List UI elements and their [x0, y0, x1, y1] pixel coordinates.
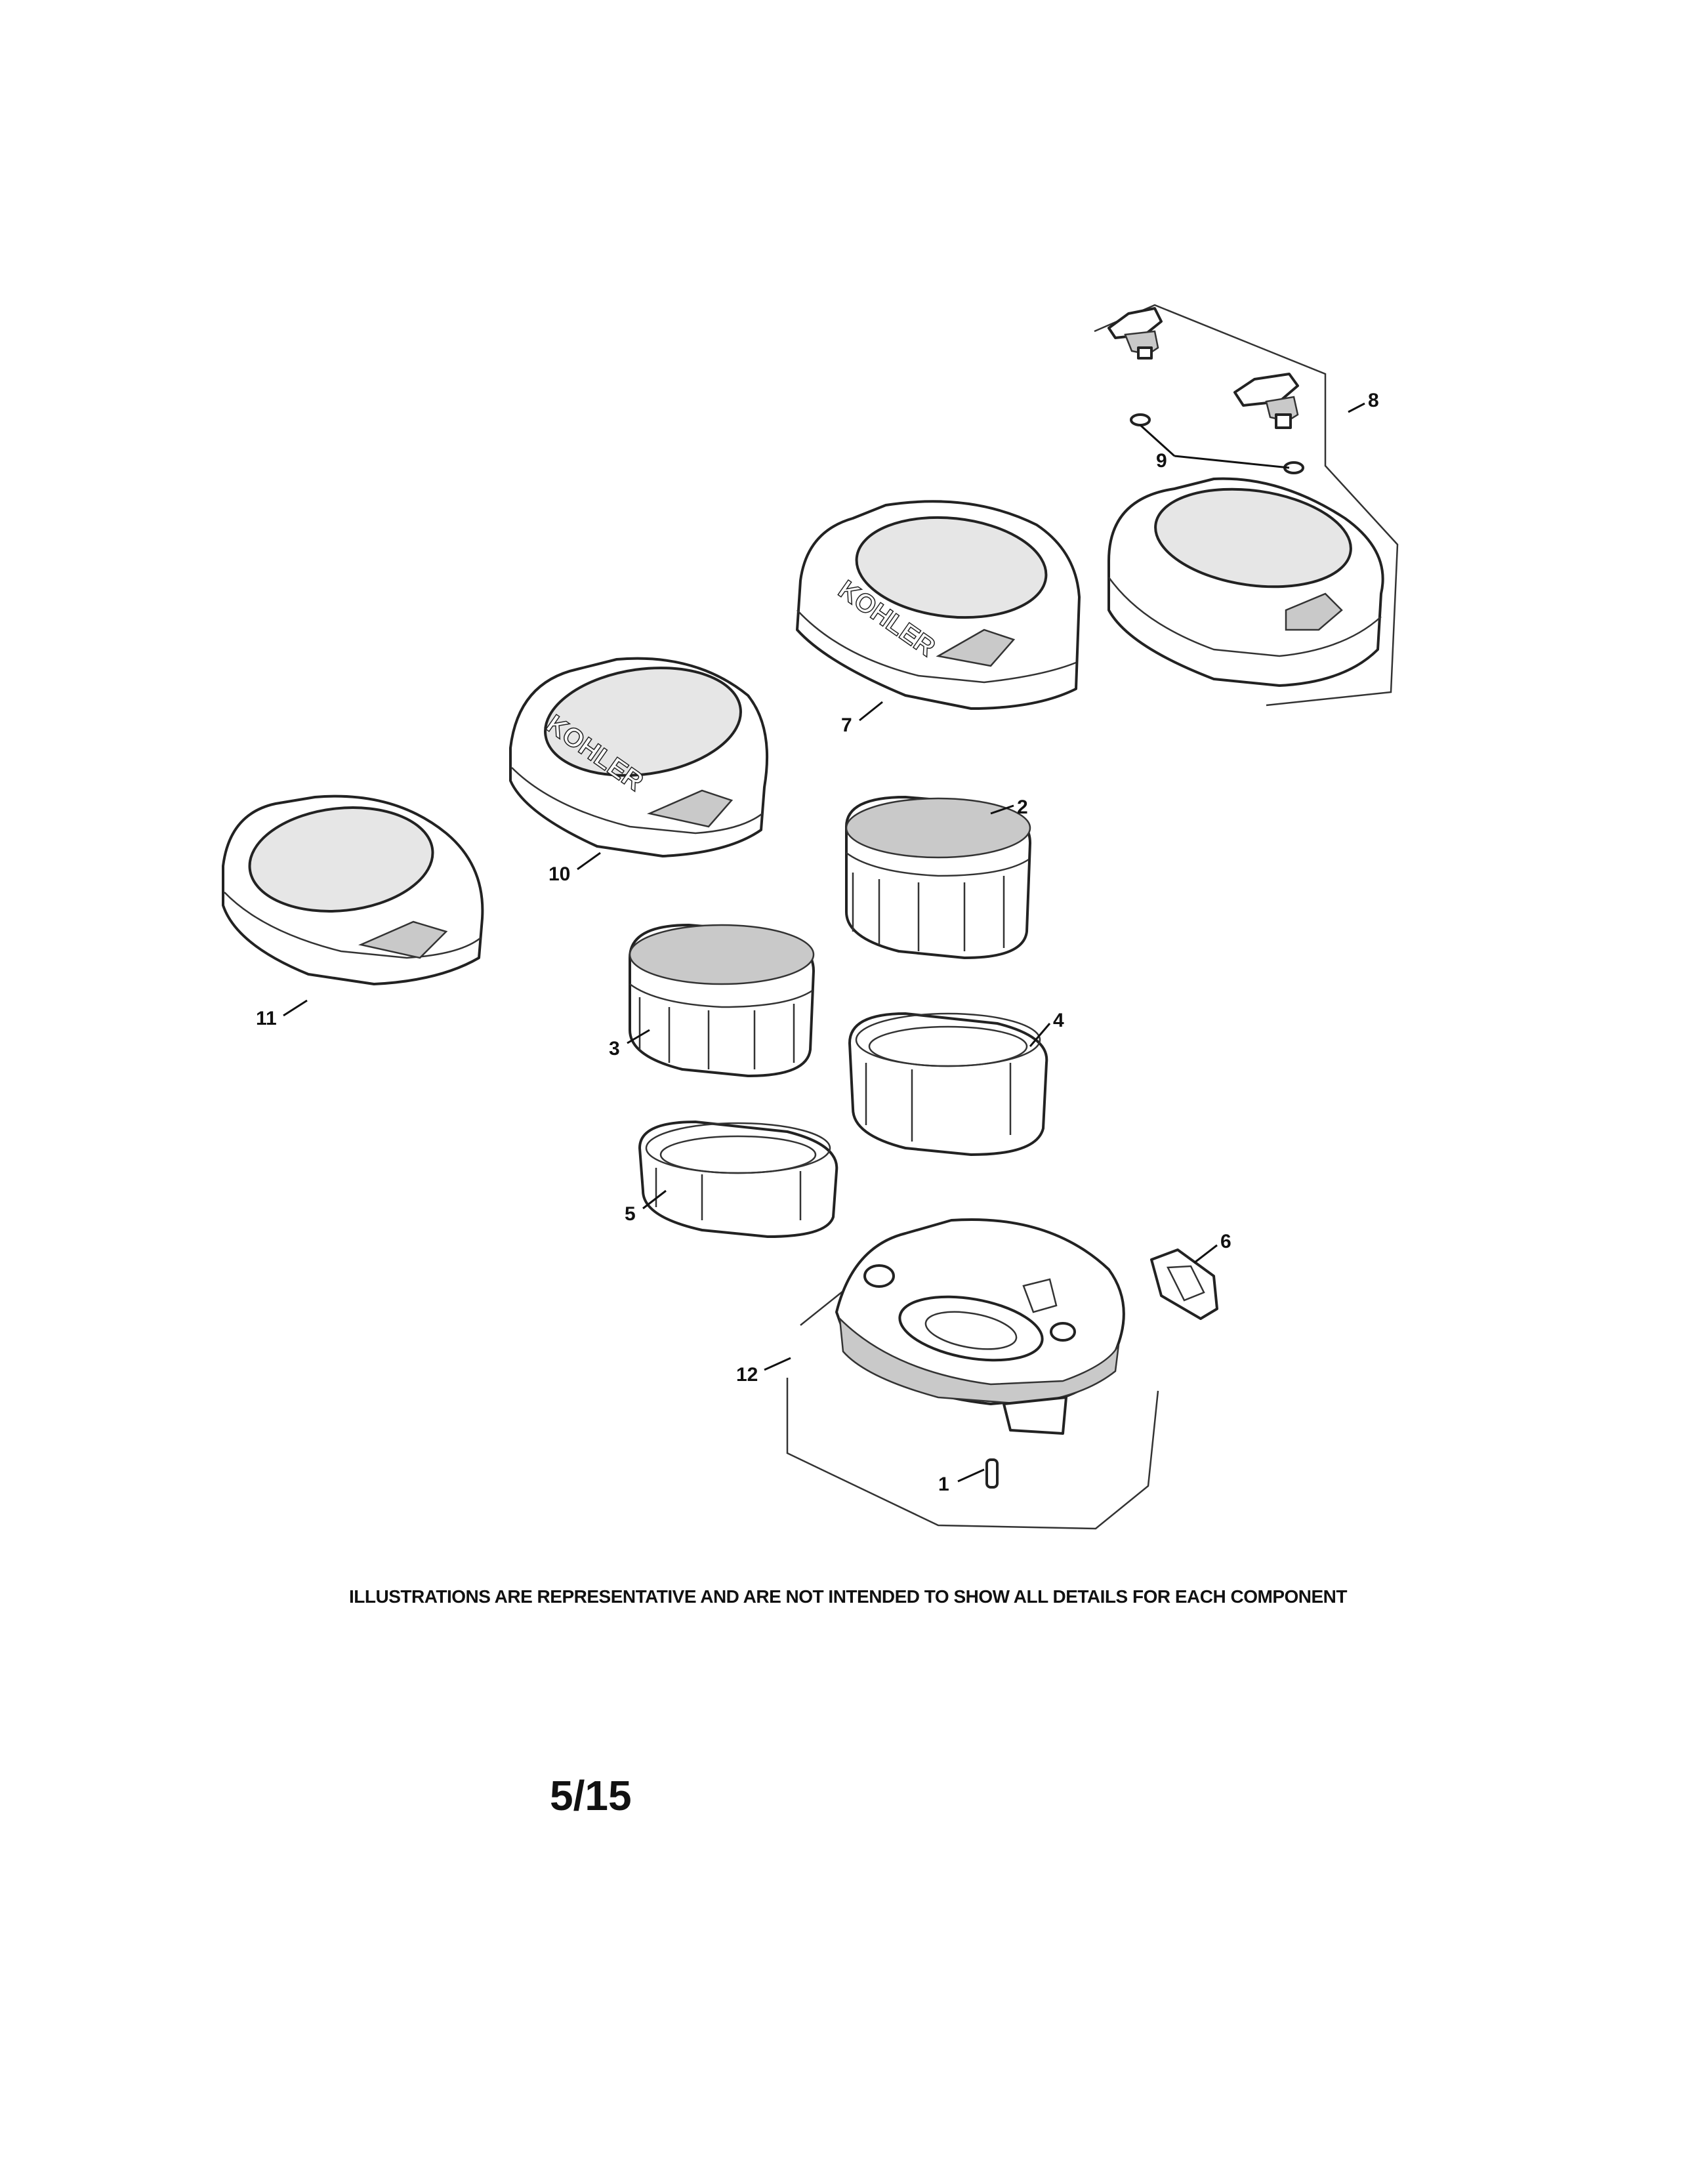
callout-line-2 — [990, 804, 1014, 815]
callout-line-8 — [1348, 402, 1365, 413]
callout-line-12 — [764, 1357, 791, 1371]
callout-line-10 — [577, 852, 601, 871]
callout-4: 4 — [1053, 1010, 1064, 1031]
callout-line-9b — [1174, 455, 1290, 469]
knob-right — [1233, 373, 1299, 429]
callout-6: 6 — [1220, 1231, 1231, 1252]
callout-12: 12 — [736, 1364, 758, 1386]
filter-element-3 — [629, 924, 815, 1077]
callout-3: 3 — [609, 1038, 620, 1060]
cover-10: KOHLER — [509, 657, 769, 857]
callout-5: 5 — [625, 1203, 636, 1225]
callout-line-5 — [642, 1189, 667, 1210]
cover-7: KOHLER — [796, 500, 1081, 710]
air-cleaner-base-12 — [835, 1218, 1125, 1435]
callout-9: 9 — [1156, 450, 1167, 472]
kit-8-boundary — [1094, 304, 1399, 707]
callout-line-1 — [957, 1468, 985, 1483]
callout-line-9a — [1139, 424, 1176, 457]
cover-kit-8 — [1107, 477, 1384, 687]
callout-line-4 — [1029, 1023, 1051, 1047]
callout-10: 10 — [548, 863, 570, 885]
callout-line-7 — [859, 701, 883, 722]
precleaner-4 — [848, 1012, 1048, 1156]
cover-11 — [222, 794, 484, 985]
callout-7: 7 — [841, 714, 852, 736]
precleaner-5 — [638, 1121, 838, 1238]
callout-11: 11 — [256, 1008, 277, 1029]
callout-8: 8 — [1368, 390, 1379, 411]
disclaimer-text: ILLUSTRATIONS ARE REPRESENTATIVE AND ARE… — [349, 1586, 1348, 1607]
filter-element-2 — [845, 796, 1031, 959]
callout-2: 2 — [1017, 796, 1028, 818]
o-ring-left — [1130, 413, 1151, 426]
gasket-6 — [1150, 1248, 1218, 1320]
callout-line-11 — [283, 999, 308, 1017]
callout-line-6 — [1193, 1244, 1218, 1264]
knob-left — [1107, 307, 1163, 360]
pin-1 — [985, 1458, 999, 1489]
page-number: 5/15 — [550, 1772, 632, 1819]
callout-1: 1 — [938, 1473, 949, 1495]
callout-line-3 — [627, 1029, 650, 1044]
